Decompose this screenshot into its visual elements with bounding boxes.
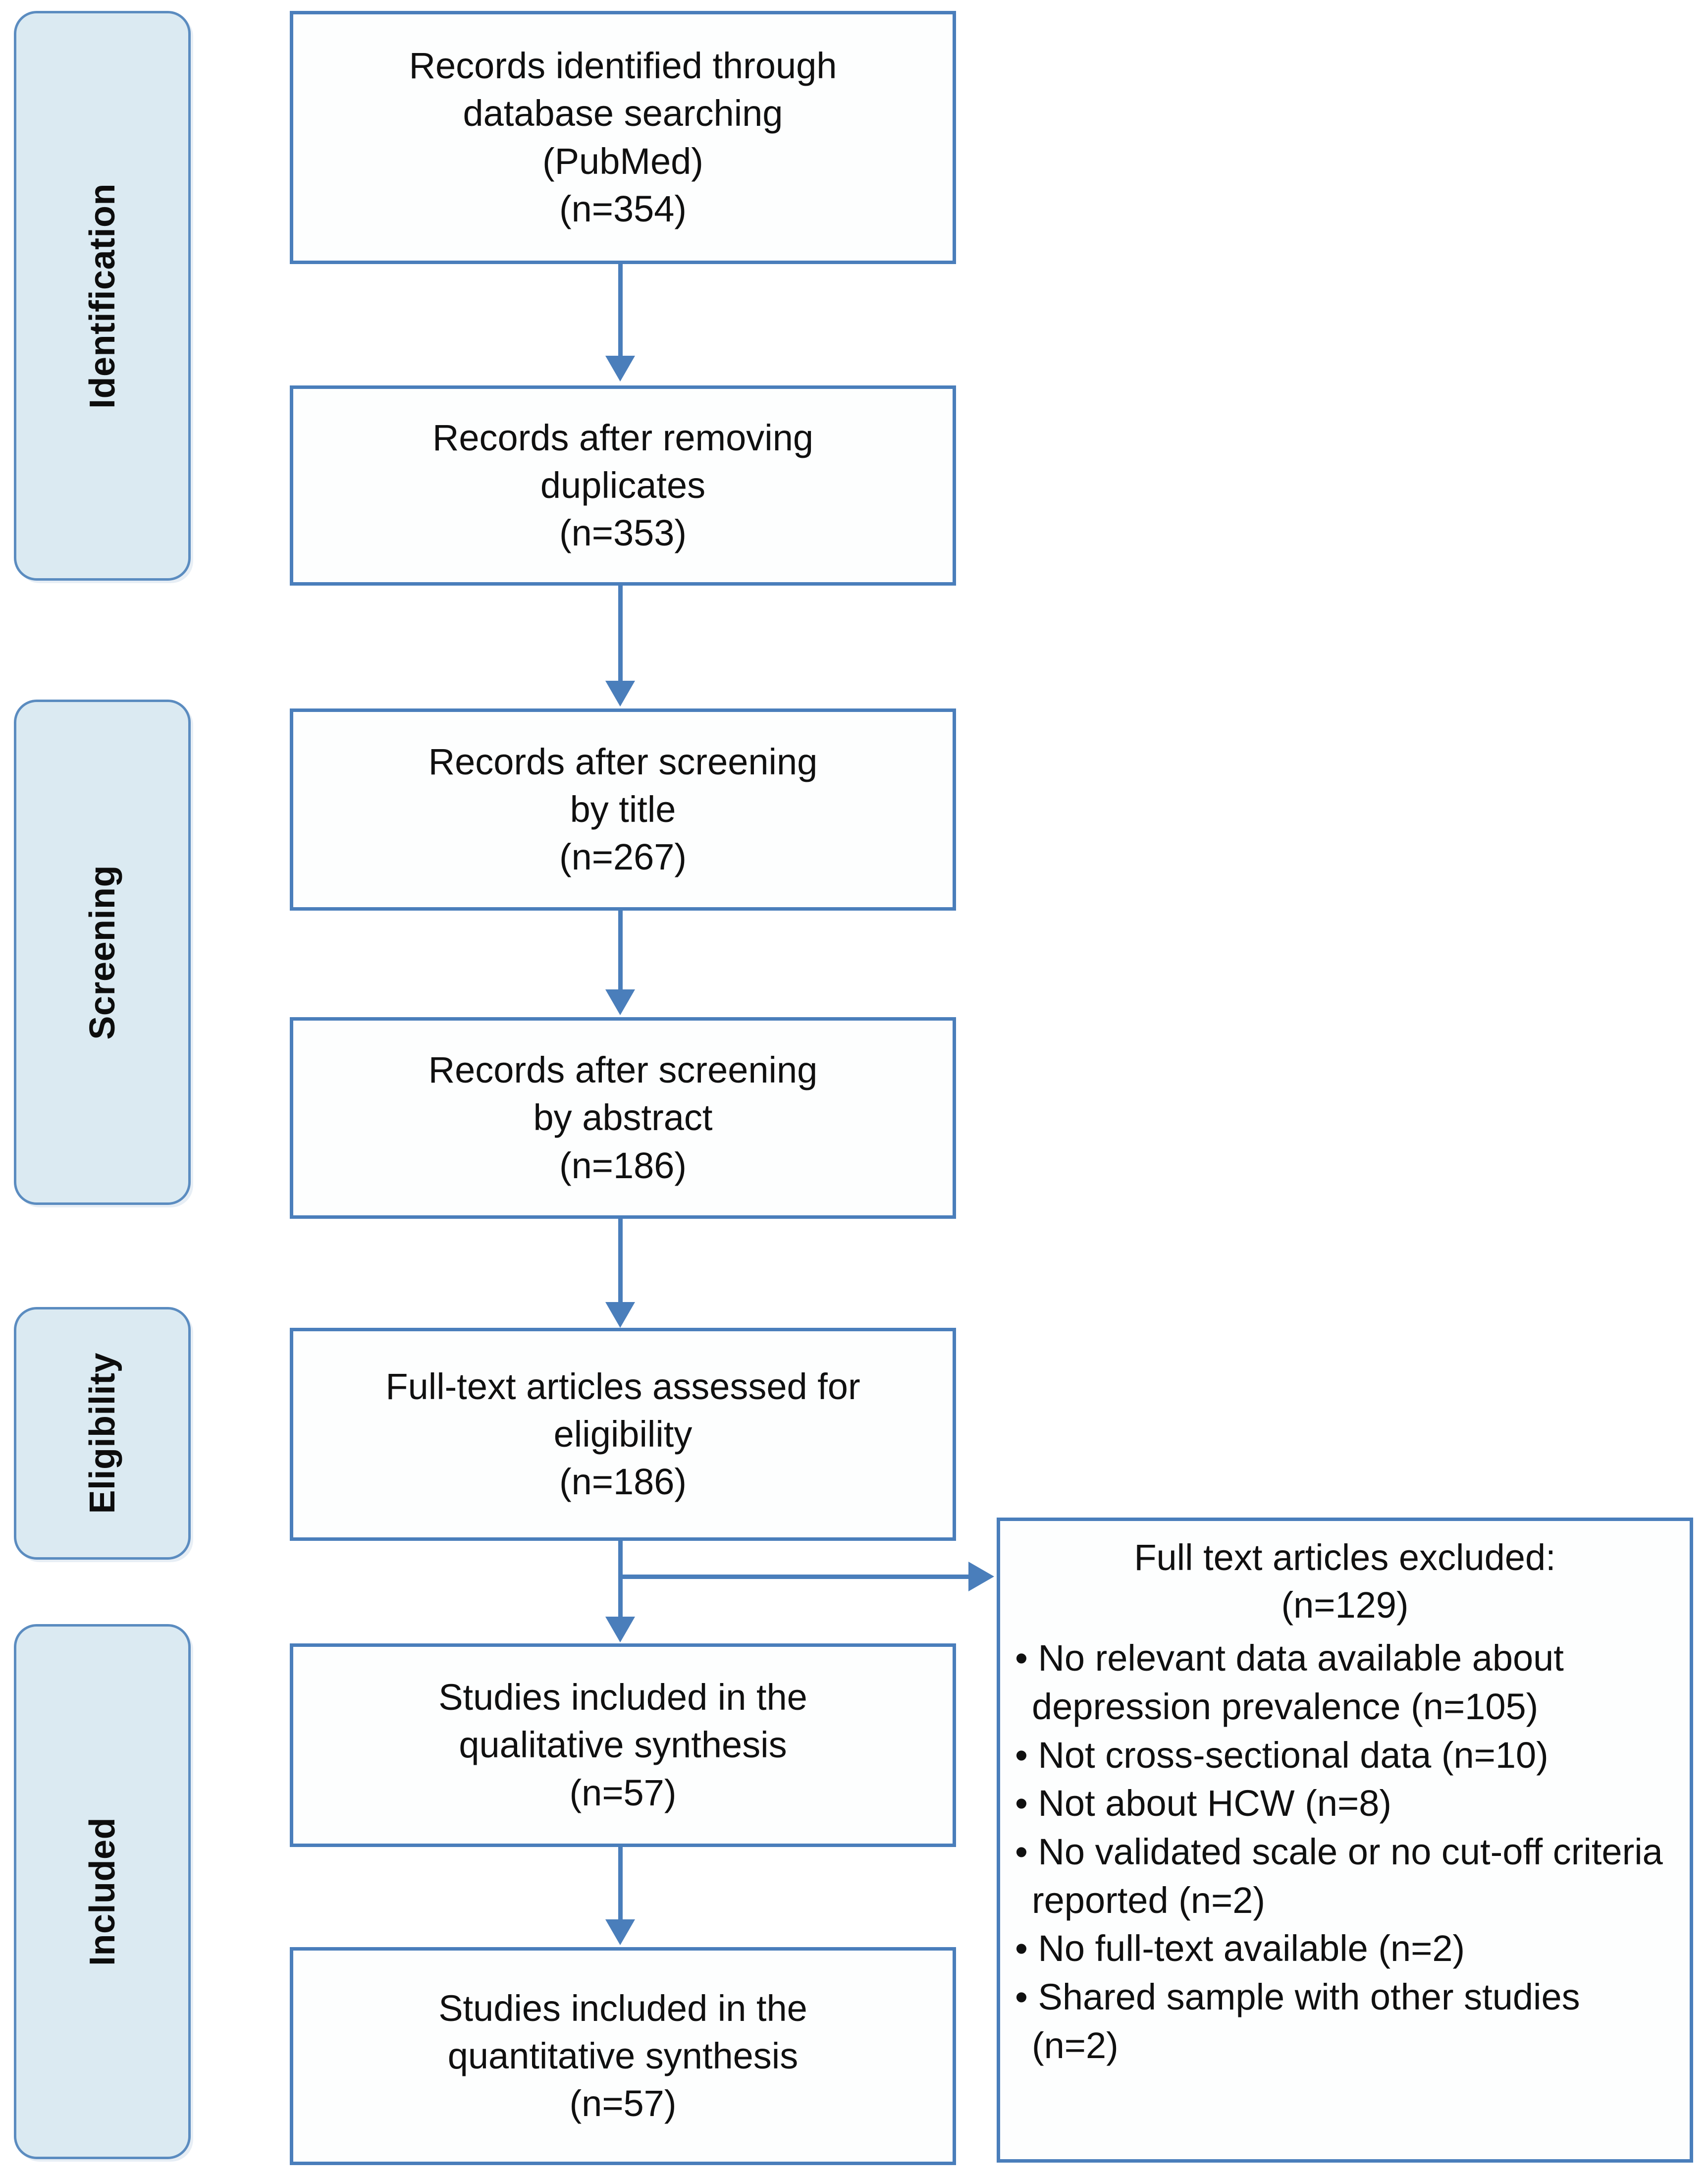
node-line: (PubMed): [542, 140, 703, 182]
phase-label-text: Eligibility: [82, 1353, 122, 1514]
exclusion-reason-item: • No full-text available (n=2): [1015, 1928, 1465, 1969]
node-line: Records after screening: [428, 741, 818, 782]
exclusion-reason-item: • Shared sample with other studies (n=2): [1015, 1976, 1580, 2066]
node-line: Full-text articles assessed for: [385, 1365, 860, 1407]
node-line: (n=186): [559, 1144, 687, 1186]
exclusion-reason-item: • Not about HCW (n=8): [1015, 1783, 1392, 1824]
phase-label-text: Included: [82, 1817, 122, 1966]
exclusion-reason-item: • Not cross-sectional data (n=10): [1015, 1734, 1548, 1776]
node-line: by abstract: [533, 1097, 713, 1139]
phase-label-identification: Identification: [14, 11, 191, 581]
node-exclusions: Full text articles excluded: (n=129) • N…: [997, 1518, 1693, 2163]
node-quantitative-synthesis: Studies included in the quantitative syn…: [290, 1947, 956, 2165]
exclusion-header-line: Full text articles excluded:: [1134, 1537, 1556, 1578]
node-line: duplicates: [540, 464, 706, 506]
phase-label-text: Screening: [82, 865, 122, 1040]
node-line: (n=57): [569, 1772, 677, 1813]
connector-arrowhead-exclusion: [968, 1562, 994, 1591]
node-line: (n=354): [559, 188, 687, 229]
node-line: (n=267): [559, 836, 687, 878]
phase-label-text: Identification: [82, 183, 122, 409]
node-qualitative-synthesis: Studies included in the qualitative synt…: [290, 1643, 956, 1847]
node-line: (n=57): [569, 2083, 677, 2124]
exclusion-header-count: (n=129): [1281, 1584, 1409, 1626]
node-records-after-duplicates: Records after removing duplicates (n=353…: [290, 385, 956, 586]
connector-line-6: [618, 1847, 623, 1921]
node-records-identified: Records identified through database sear…: [290, 11, 956, 264]
node-line: qualitative synthesis: [459, 1724, 787, 1766]
node-records-screened-abstract: Records after screening by abstract (n=1…: [290, 1017, 956, 1219]
phase-label-included: Included: [14, 1624, 191, 2159]
node-line: quantitative synthesis: [447, 2035, 799, 2076]
connector-line-2: [618, 586, 623, 683]
connector-arrowhead-3: [605, 989, 635, 1015]
connector-line-4: [618, 1219, 623, 1304]
connector-line-1: [618, 264, 623, 358]
node-fulltext-assessed: Full-text articles assessed for eligibil…: [290, 1328, 956, 1541]
connector-line-5: [618, 1541, 623, 1619]
connector-arrowhead-5: [605, 1617, 635, 1642]
node-line: Records identified through: [409, 45, 837, 87]
connector-line-3: [618, 911, 623, 991]
exclusion-reason-list: • No relevant data available about depre…: [1015, 1634, 1675, 2069]
node-line: eligibility: [553, 1413, 693, 1455]
node-line: Records after screening: [428, 1049, 818, 1091]
node-line: by title: [570, 788, 676, 830]
node-line: (n=353): [559, 512, 687, 554]
node-records-screened-title: Records after screening by title (n=267): [290, 708, 956, 911]
connector-arrowhead-1: [605, 356, 635, 381]
exclusion-reason-item: • No relevant data available about depre…: [1015, 1637, 1564, 1728]
node-line: Studies included in the: [438, 1987, 807, 2029]
connector-arrowhead-2: [605, 681, 635, 707]
connector-line-exclusion-branch: [618, 1575, 971, 1579]
exclusion-reason-item: • No validated scale or no cut-off crite…: [1015, 1831, 1663, 1921]
phase-label-eligibility: Eligibility: [14, 1307, 191, 1560]
node-line: Records after removing: [432, 417, 814, 458]
connector-arrowhead-4: [605, 1302, 635, 1328]
connector-arrowhead-6: [605, 1919, 635, 1945]
node-line: Studies included in the: [438, 1677, 807, 1718]
node-line: database searching: [463, 93, 783, 134]
node-line: (n=186): [559, 1461, 687, 1503]
phase-label-screening: Screening: [14, 700, 191, 1205]
